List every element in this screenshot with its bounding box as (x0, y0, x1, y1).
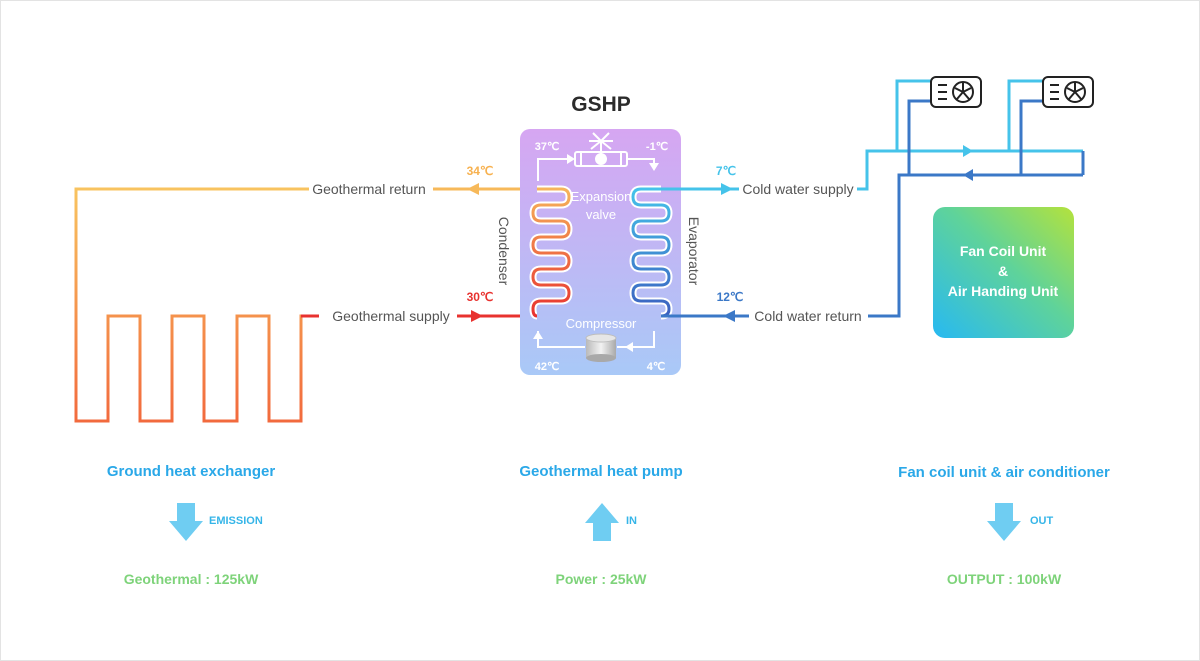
temp-top-left: 37℃ (535, 141, 560, 153)
compressor-icon (585, 333, 617, 362)
geothermal-supply-arrow (471, 310, 483, 322)
fan-coil-icon (1042, 76, 1094, 108)
compressor-label: Compressor (566, 316, 637, 331)
fcu-ahu-box (933, 207, 1074, 338)
cold-water-supply-arrow (721, 183, 733, 195)
out-tag: OUT (1030, 515, 1054, 527)
gshp-title: GSHP (571, 93, 631, 116)
arrow-down-icon (987, 503, 1021, 541)
arrow-down-icon (169, 503, 203, 541)
in-tag: IN (626, 515, 637, 527)
flow-arrow-icon (963, 169, 973, 181)
fan-coil-icon (930, 76, 982, 108)
fcu-box-line1: Fan Coil Unit (960, 243, 1047, 259)
flow-arrow-icon (649, 163, 659, 171)
fcu-piping (857, 79, 1085, 318)
evaporator-label: Evaporator (686, 217, 702, 286)
temp-bottom-left: 42℃ (535, 361, 560, 373)
cold-water-return-label: Cold water return (754, 308, 861, 324)
flow-arrow-icon (625, 342, 633, 352)
geothermal-heat-pump-title: Geothermal heat pump (519, 463, 683, 480)
geothermal-output-value: Geothermal : 125kW (123, 571, 259, 587)
output-value: OUTPUT : 100kW (946, 571, 1062, 587)
temp-bottom-right: 4℃ (647, 361, 665, 373)
geothermal-return-arrow (467, 183, 479, 195)
arrow-up-icon (585, 503, 619, 541)
flow-arrow-icon (567, 154, 575, 164)
flow-arrow-icon (533, 331, 543, 339)
fcu-box-line2: & (998, 263, 1008, 279)
geothermal-return-label: Geothermal return (312, 181, 426, 197)
cold-water-supply-label: Cold water supply (742, 181, 853, 197)
geothermal-supply-label: Geothermal supply (332, 308, 450, 324)
condenser-label: Condenser (496, 217, 512, 286)
emission-tag: EMISSION (209, 515, 263, 527)
ground-heat-exchanger-title: Ground heat exchanger (106, 463, 276, 480)
temp-top-right: -1℃ (646, 141, 668, 153)
temp-geothermal-return: 34℃ (467, 164, 494, 178)
power-input-value: Power : 25kW (555, 571, 647, 587)
expansion-valve-label: Expansion (571, 189, 632, 204)
fan-coil-unit-title: Fan coil unit & air conditioner (898, 464, 1110, 481)
temp-geothermal-supply: 30℃ (467, 290, 494, 304)
temp-cold-water-supply: 7℃ (716, 164, 736, 178)
expansion-valve-icon (574, 132, 628, 167)
cold-water-return-arrow (723, 310, 735, 322)
temp-cold-water-return: 12℃ (717, 290, 744, 304)
fcu-box-line3: Air Handing Unit (948, 283, 1059, 299)
ground-loop (74, 187, 319, 423)
flow-arrow-icon (963, 145, 973, 157)
expansion-valve-label-2: valve (586, 207, 616, 222)
